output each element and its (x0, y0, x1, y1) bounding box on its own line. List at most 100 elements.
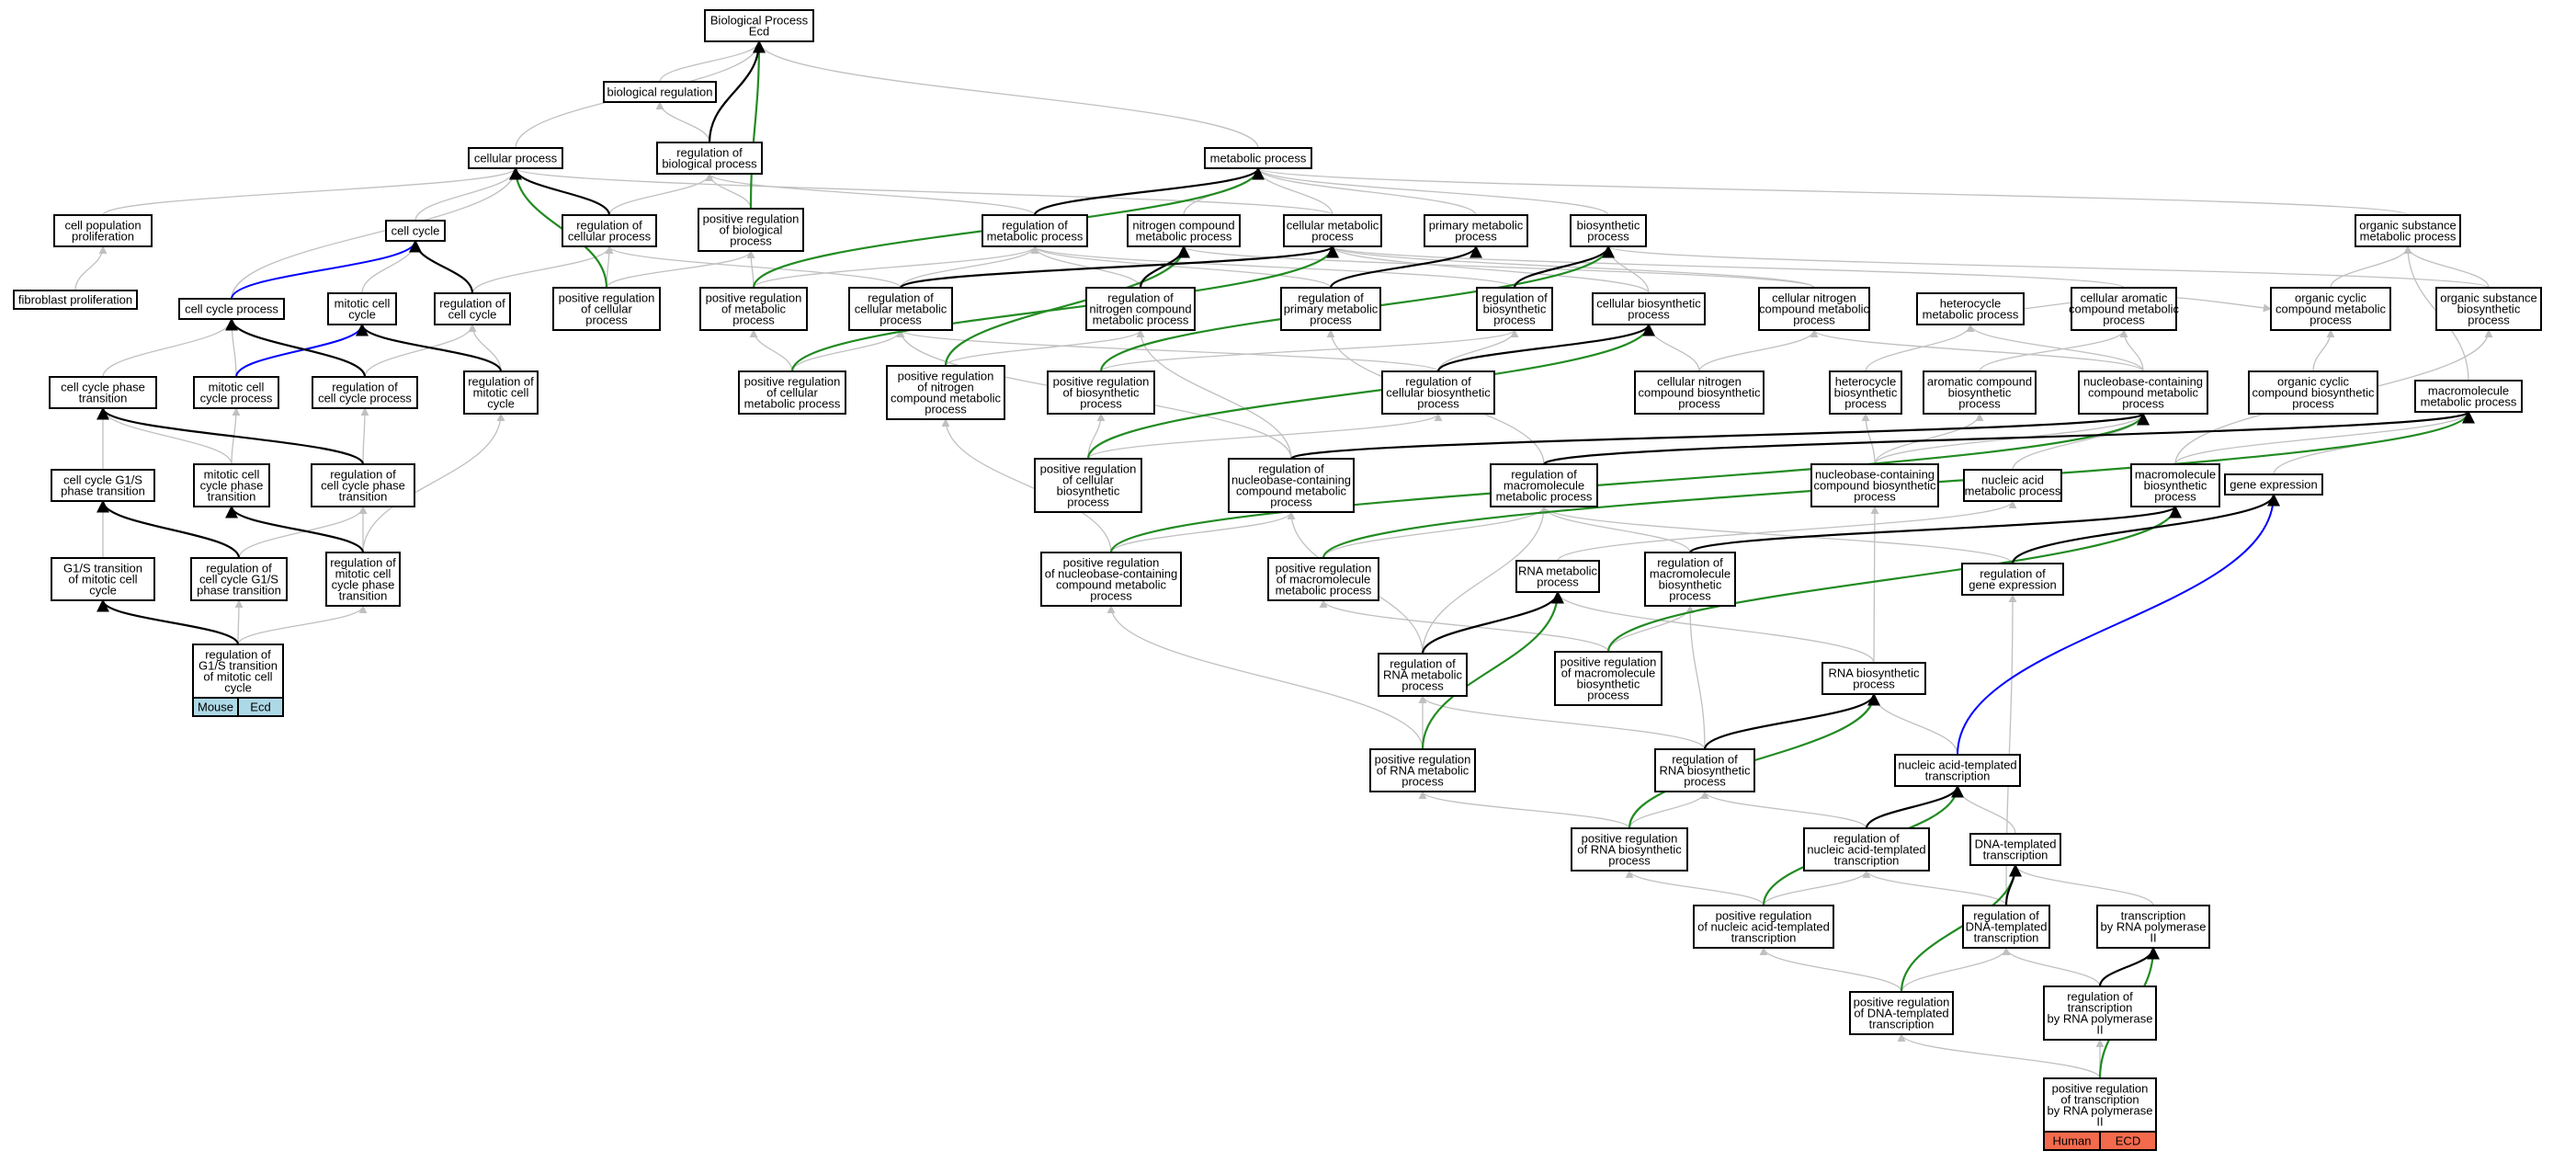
edge-regbio-to-bp (708, 40, 766, 143)
go-term-node-fibro[interactable]: fibroblast proliferation (13, 290, 138, 310)
node-label-line: of nitrogen (917, 381, 973, 394)
edge-posregrnabio-to-posregrna (1418, 791, 1630, 829)
go-term-node-cellcycle[interactable]: cell cycle (385, 220, 446, 242)
node-label-line: of mitotic cell (203, 670, 272, 684)
node-label-line: cell cycle phase (321, 479, 405, 493)
node-label-line: metabolic process (1496, 490, 1593, 504)
go-term-node-geneexp[interactable]: gene expression (2224, 473, 2323, 496)
edge-posregrna-to-posregnucbase (1106, 605, 1424, 750)
edge-regg1smit-to-regmitphase (237, 605, 368, 645)
node-box (1894, 754, 2021, 787)
go-term-node-bioreg[interactable]: biological regulation (603, 81, 717, 103)
go-term-node-ccproc[interactable]: cell cycle process (178, 298, 285, 320)
node-label-line: cell cycle process (185, 302, 278, 316)
node-label-line: positive regulation (2052, 1082, 2149, 1096)
node-label-line: G1/S transition (63, 562, 142, 575)
go-term-node-cellproc[interactable]: cellular process (468, 147, 563, 169)
edge-mitcc-to-cellcycle (361, 240, 420, 294)
go-term-node-metab[interactable]: metabolic process (1204, 147, 1312, 169)
node-label-line: compound biosynthetic (2253, 386, 2375, 400)
go-term-node-regnucbase[interactable]: regulation ofnucleobase-containingcompou… (1228, 458, 1355, 513)
go-term-node-regmacrobio[interactable]: regulation ofmacromoleculebiosyntheticpr… (1644, 552, 1736, 607)
edge-orgcyc-to-orgsub (2330, 245, 2412, 289)
node-label-line: heterocycle (1835, 375, 1896, 389)
node-box (2043, 1077, 2157, 1133)
node-box (1280, 287, 1381, 331)
node-label-line: process (1628, 308, 1670, 322)
node-box (1961, 563, 2064, 596)
edge-regmitphase-to-regmitcc (362, 413, 505, 553)
